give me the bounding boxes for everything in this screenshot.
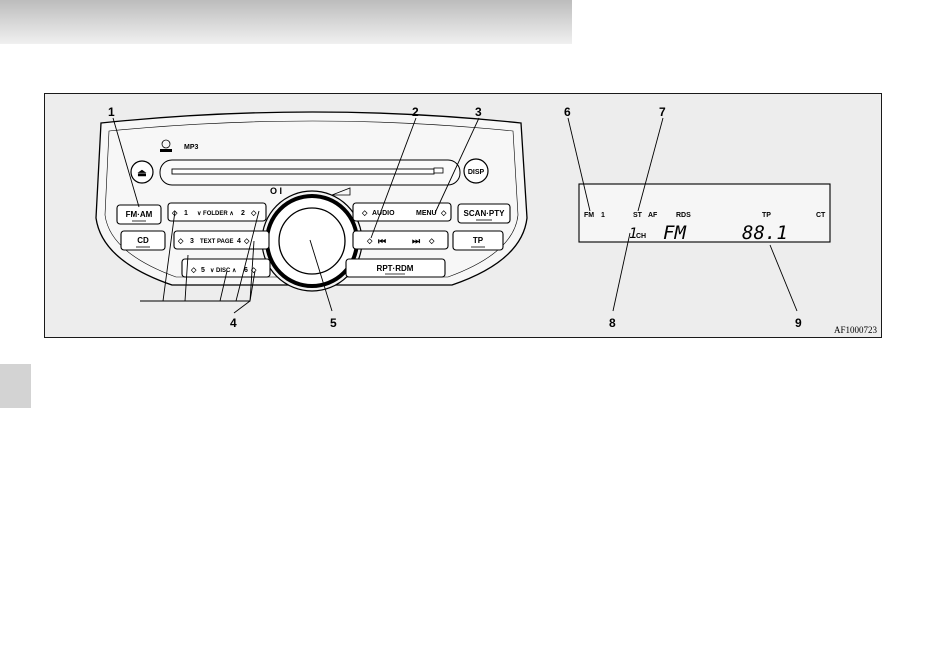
- lcd-band-number: 1: [601, 212, 605, 219]
- audio-menu-button[interactable]: ◇ AUDIO MENU ◇: [353, 203, 451, 221]
- callout-3: 3: [475, 105, 482, 119]
- cd-slot-opening: [172, 169, 434, 174]
- preset-1-2-button[interactable]: ◇ 1 ∨ FOLDER ∧ 2 ◇: [168, 203, 266, 221]
- callout-9: 9: [795, 316, 802, 330]
- preset-6-indicator: ◇: [250, 267, 257, 274]
- svg-text:∨ DISC ∧: ∨ DISC ∧: [210, 268, 236, 274]
- slot-indicator: [434, 168, 443, 173]
- svg-text:∨ FOLDER ∧: ∨ FOLDER ∧: [197, 211, 234, 217]
- svg-text:1: 1: [184, 210, 188, 217]
- lcd-display: [579, 184, 830, 242]
- callout-4: 4: [230, 316, 237, 330]
- lcd-af-indicator: AF: [648, 212, 658, 219]
- lcd-rds-indicator: RDS: [676, 212, 691, 219]
- next-track-indicator: ◇: [428, 238, 435, 245]
- callout-5: 5: [330, 316, 337, 330]
- next-track-icon: ⏭: [412, 236, 421, 246]
- cd-button[interactable]: CD: [121, 231, 165, 250]
- lcd-band-label: FM: [584, 212, 594, 219]
- volume-knob[interactable]: [279, 208, 345, 274]
- preset-5-indicator: ◇: [190, 267, 197, 274]
- eject-button[interactable]: ⏏: [131, 161, 153, 183]
- audio-indicator: ◇: [361, 210, 368, 217]
- section-thumb-tab: [0, 364, 31, 408]
- rpt-rdm-button[interactable]: RPT·RDM: [346, 259, 445, 277]
- svg-text:TEXT PAGE: TEXT PAGE: [200, 239, 234, 245]
- figure-code: AF1000723: [834, 325, 878, 335]
- fm-am-button[interactable]: FM·AM: [117, 205, 161, 224]
- svg-text:2: 2: [241, 210, 245, 217]
- scan-pty-button[interactable]: SCAN·PTY: [458, 204, 510, 223]
- eject-icon: ⏏: [137, 168, 147, 179]
- svg-text:3: 3: [190, 238, 194, 245]
- lcd-ct-indicator: CT: [816, 212, 826, 219]
- preset-3-4-button[interactable]: ◇ 3 TEXT PAGE 4 ◇: [174, 231, 269, 249]
- svg-text:FM·AM: FM·AM: [126, 210, 153, 219]
- power-mark: O I: [270, 186, 282, 196]
- preset-2-indicator: ◇: [250, 210, 257, 217]
- page-header-band: [0, 0, 572, 44]
- previous-track-icon: ⏮: [378, 236, 386, 246]
- menu-indicator: ◇: [440, 210, 447, 217]
- svg-text:TP: TP: [473, 236, 484, 245]
- preset-3-indicator: ◇: [177, 238, 184, 245]
- callout-7: 7: [659, 105, 666, 119]
- svg-text:AUDIO: AUDIO: [372, 210, 395, 217]
- lcd-st-indicator: ST: [633, 212, 643, 219]
- lcd-frequency-segment: 88.1: [742, 222, 788, 244]
- disp-button[interactable]: DISP: [464, 159, 488, 183]
- svg-text:DISP: DISP: [468, 169, 485, 176]
- callout-8: 8: [609, 316, 616, 330]
- svg-text:4: 4: [237, 238, 241, 245]
- audio-unit-diagram: MP3 ⏏ DISP O I FM·AM CD ◇ 1 ∨ FOLDER ∧ 2…: [44, 93, 882, 338]
- svg-text:CD: CD: [137, 236, 149, 245]
- tp-button[interactable]: TP: [453, 231, 503, 250]
- lcd-ch-label: CH: [636, 233, 646, 240]
- callout-2: 2: [412, 105, 419, 119]
- svg-text:SCAN·PTY: SCAN·PTY: [464, 209, 506, 218]
- svg-text:MENU: MENU: [416, 210, 437, 217]
- track-seek-button[interactable]: ◇ ⏮ ⏭ ◇: [353, 231, 448, 249]
- svg-text:5: 5: [201, 267, 205, 274]
- callout-6: 6: [564, 105, 571, 119]
- mp3-logo: MP3: [184, 144, 199, 151]
- preset-4-indicator: ◇: [243, 238, 250, 245]
- lcd-band-segment: FM: [663, 222, 686, 244]
- svg-text:RPT·RDM: RPT·RDM: [377, 264, 414, 273]
- prev-track-indicator: ◇: [366, 238, 373, 245]
- callout-1: 1: [108, 105, 115, 119]
- lcd-tp-indicator: TP: [762, 212, 771, 219]
